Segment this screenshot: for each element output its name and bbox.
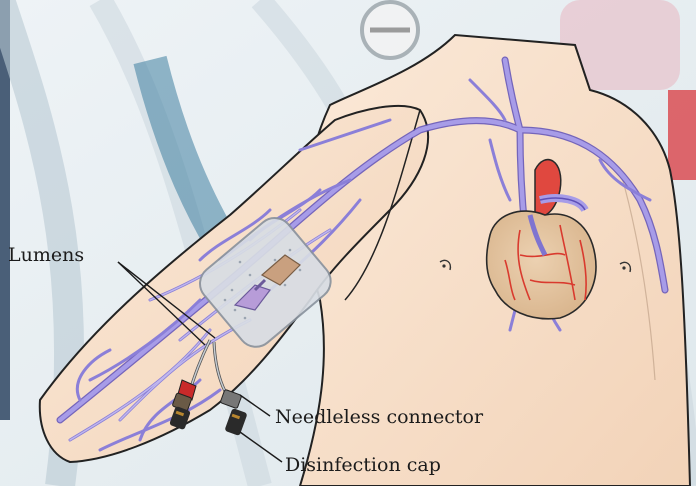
- lumens-label: Lumens: [8, 246, 84, 265]
- needleless-connector-label: Needleless connector: [275, 408, 483, 427]
- disinfection-cap-label: Disinfection cap: [285, 456, 441, 475]
